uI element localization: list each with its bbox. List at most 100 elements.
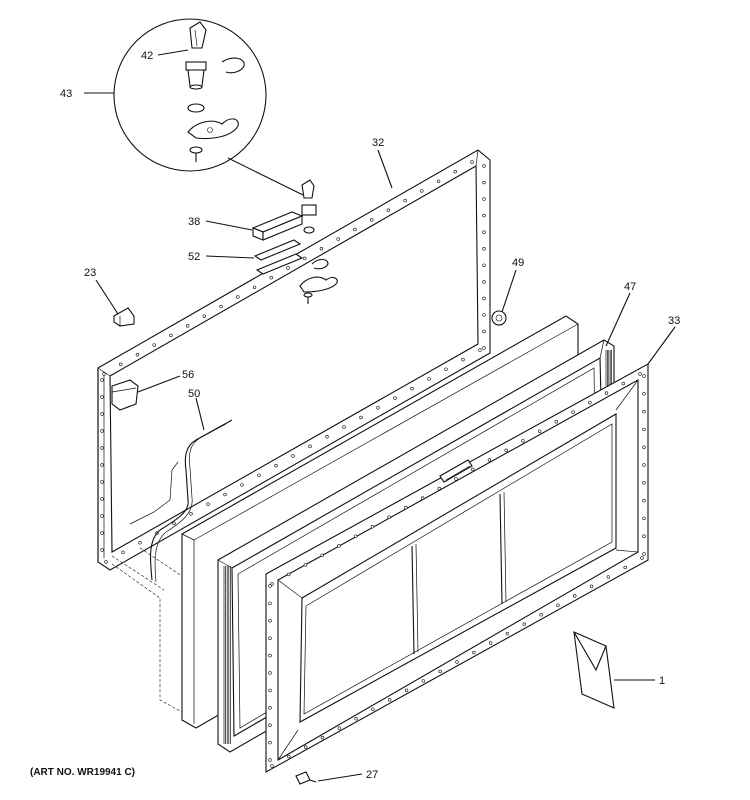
screw-hole bbox=[556, 603, 560, 607]
door-screw-holes bbox=[268, 372, 646, 768]
screw-hole bbox=[320, 735, 325, 740]
callout-27: 27 bbox=[366, 769, 378, 781]
screw-hole bbox=[404, 688, 409, 693]
screw-hole bbox=[369, 218, 374, 222]
screw-hole bbox=[640, 556, 644, 560]
screw-hole bbox=[268, 688, 272, 693]
screw-hole bbox=[303, 563, 308, 567]
screw-hole bbox=[388, 698, 392, 702]
screw-hole bbox=[482, 296, 486, 301]
screw-hole bbox=[325, 435, 329, 439]
screw-hole bbox=[100, 429, 104, 433]
screw-hole bbox=[268, 653, 272, 658]
screw-hole bbox=[420, 496, 425, 500]
screw-hole bbox=[268, 723, 272, 727]
screw-small bbox=[189, 146, 203, 162]
screw-hole bbox=[354, 717, 358, 721]
screw-hole bbox=[303, 745, 308, 749]
screw-hole bbox=[303, 256, 307, 261]
screw-hole bbox=[604, 391, 609, 395]
screw-hole bbox=[471, 467, 475, 472]
bumper-49 bbox=[491, 310, 507, 326]
screw-hole bbox=[185, 324, 190, 328]
liner-frame bbox=[97, 149, 491, 571]
screw-hole bbox=[223, 492, 227, 497]
screw-hole bbox=[100, 463, 104, 467]
screw-hole bbox=[642, 445, 646, 449]
screw-hole bbox=[100, 480, 104, 484]
screw-hole bbox=[172, 521, 176, 526]
screw-hole bbox=[642, 374, 646, 378]
screw-hole bbox=[268, 758, 272, 762]
screw-hole bbox=[152, 343, 156, 347]
screw-hole bbox=[100, 446, 104, 450]
callout-47: 47 bbox=[624, 281, 636, 293]
bracket-56 bbox=[111, 379, 139, 411]
screw-hole bbox=[286, 266, 290, 270]
screw-hole bbox=[189, 512, 193, 516]
screw-hole bbox=[642, 392, 646, 396]
screw-hole bbox=[100, 412, 104, 416]
screw-hole bbox=[642, 516, 646, 521]
screw-hole bbox=[337, 544, 341, 548]
screw-hole bbox=[252, 285, 257, 289]
callout-33: 33 bbox=[668, 315, 680, 327]
callout-52: 52 bbox=[188, 251, 200, 263]
screw-hole bbox=[421, 679, 426, 683]
screw-hole bbox=[169, 333, 173, 338]
screw-hole bbox=[135, 353, 140, 357]
hinge-pin-top bbox=[189, 21, 207, 49]
screw-hole bbox=[308, 444, 312, 449]
screw-hole bbox=[104, 560, 108, 564]
screw-hole bbox=[487, 458, 492, 462]
screw-hole bbox=[454, 477, 458, 481]
callout-42: 42 bbox=[141, 50, 153, 62]
screw-hole bbox=[638, 372, 642, 376]
callout-49: 49 bbox=[512, 257, 524, 269]
screw-hole bbox=[202, 314, 207, 318]
screw-hole bbox=[588, 400, 592, 405]
screw-hole bbox=[337, 726, 341, 730]
screw-hole bbox=[100, 548, 104, 552]
screw-hole bbox=[268, 706, 272, 710]
screw-hole bbox=[427, 377, 431, 381]
clip-23 bbox=[113, 307, 135, 327]
screw-hole bbox=[521, 439, 525, 443]
callout-43: 43 bbox=[60, 88, 72, 100]
screw-hole bbox=[482, 197, 486, 201]
gasket-strip bbox=[253, 239, 304, 275]
clip bbox=[221, 57, 245, 74]
screw-27 bbox=[295, 771, 317, 785]
screw-hole bbox=[206, 502, 210, 506]
screw-hole bbox=[571, 410, 575, 414]
screw-hole bbox=[482, 263, 486, 267]
screw-hole bbox=[444, 367, 448, 371]
screw-hole bbox=[482, 213, 486, 218]
outer-door-panel bbox=[265, 363, 649, 773]
screw-hole bbox=[342, 425, 346, 429]
screw-hole bbox=[268, 671, 272, 675]
screw-hole bbox=[270, 582, 274, 586]
screw-hole bbox=[240, 483, 244, 487]
screw-hole bbox=[320, 553, 324, 558]
screw-hole bbox=[100, 531, 104, 535]
screw-hole bbox=[404, 505, 408, 510]
screw-hole bbox=[268, 740, 272, 745]
screw-hole bbox=[291, 454, 295, 458]
screw-hole bbox=[100, 497, 104, 501]
screw-hole bbox=[287, 572, 291, 577]
screw-hole bbox=[336, 237, 340, 241]
screw-hole bbox=[386, 208, 391, 212]
screw-hole bbox=[410, 386, 414, 391]
callout-23: 23 bbox=[84, 267, 96, 279]
callout-32: 32 bbox=[372, 137, 384, 149]
screw-hole bbox=[623, 565, 627, 570]
screw-hole bbox=[455, 660, 459, 664]
screw-hole bbox=[370, 525, 375, 529]
screw-hole bbox=[461, 357, 465, 362]
screw-hole bbox=[573, 594, 577, 598]
screw-hole bbox=[436, 179, 441, 183]
washer bbox=[187, 103, 205, 113]
screw-hole bbox=[482, 346, 486, 350]
